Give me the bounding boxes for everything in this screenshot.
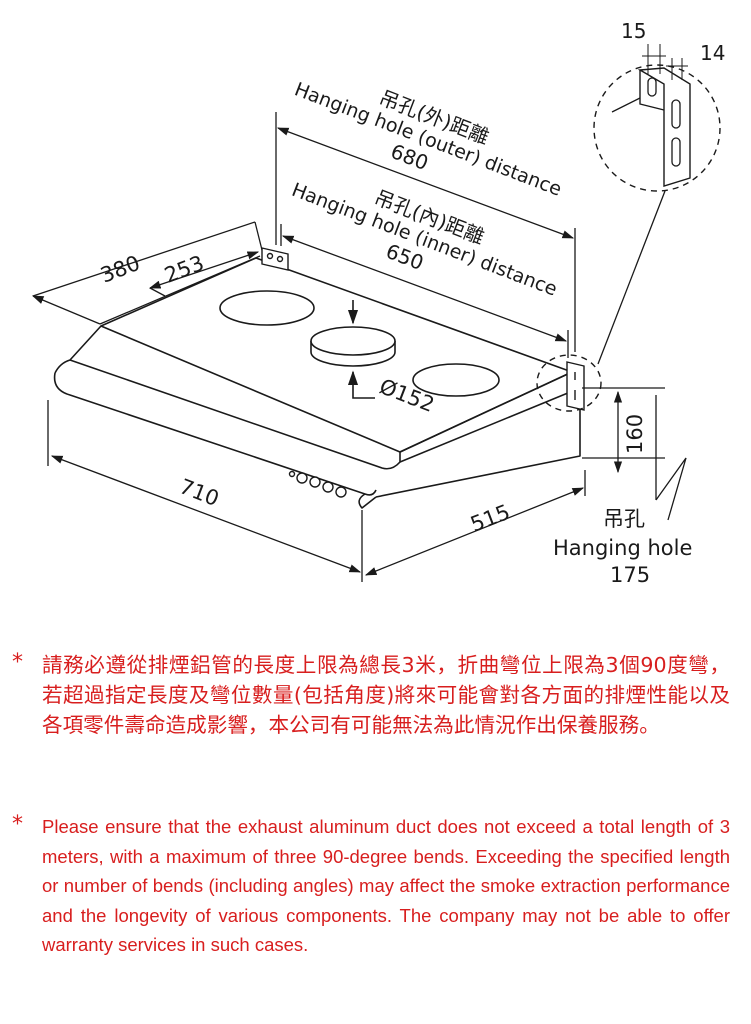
range-hood-dimension-diagram: 15 14 吊孔(外)距離 Hanging hole (outer) dista…: [31, 19, 725, 587]
right-cutout: [412, 363, 500, 397]
dimension-lines: [31, 112, 687, 582]
depth-outer: 380: [97, 251, 143, 288]
detail-leader: [597, 190, 666, 365]
bracket-detail: [593, 44, 721, 192]
chinese-note: * 請務必遵從排煙鋁管的長度上限為總長3米，折曲彎位上限為3個90度彎，若超過指…: [12, 650, 730, 740]
hanging-hole-label-en: Hanging hole: [553, 536, 692, 560]
inner-hole-label-en: Hanging hole (inner) distance: [289, 179, 561, 301]
note-star-zh: *: [12, 650, 23, 675]
bracket-highlight-circle: [536, 354, 602, 412]
range-hood-body: [53, 257, 581, 509]
button-2: [309, 476, 321, 488]
note-star-en: *: [12, 812, 23, 837]
outer-hole-label-en: Hanging hole (outer) distance: [292, 78, 565, 200]
hanging-hole-value: 175: [610, 563, 650, 587]
button-4: [335, 486, 347, 498]
indicator-light: [288, 470, 296, 478]
bracket-dim-b: 14: [700, 41, 725, 65]
bracket-dim-a: 15: [621, 19, 646, 43]
button-3: [322, 481, 334, 493]
english-note: * Please ensure that the exhaust aluminu…: [12, 812, 730, 960]
side-length-value: 515: [467, 500, 513, 537]
english-note-text: Please ensure that the exhaust aluminum …: [42, 816, 730, 955]
button-1: [296, 472, 308, 484]
right-bracket: [566, 361, 585, 411]
left-cutout: [219, 290, 315, 326]
hanging-hole-label-zh: 吊孔: [603, 507, 645, 531]
chinese-note-text: 請務必遵從排煙鋁管的長度上限為總長3米，折曲彎位上限為3個90度彎，若超過指定長…: [42, 653, 730, 737]
height-value: 160: [623, 414, 647, 454]
